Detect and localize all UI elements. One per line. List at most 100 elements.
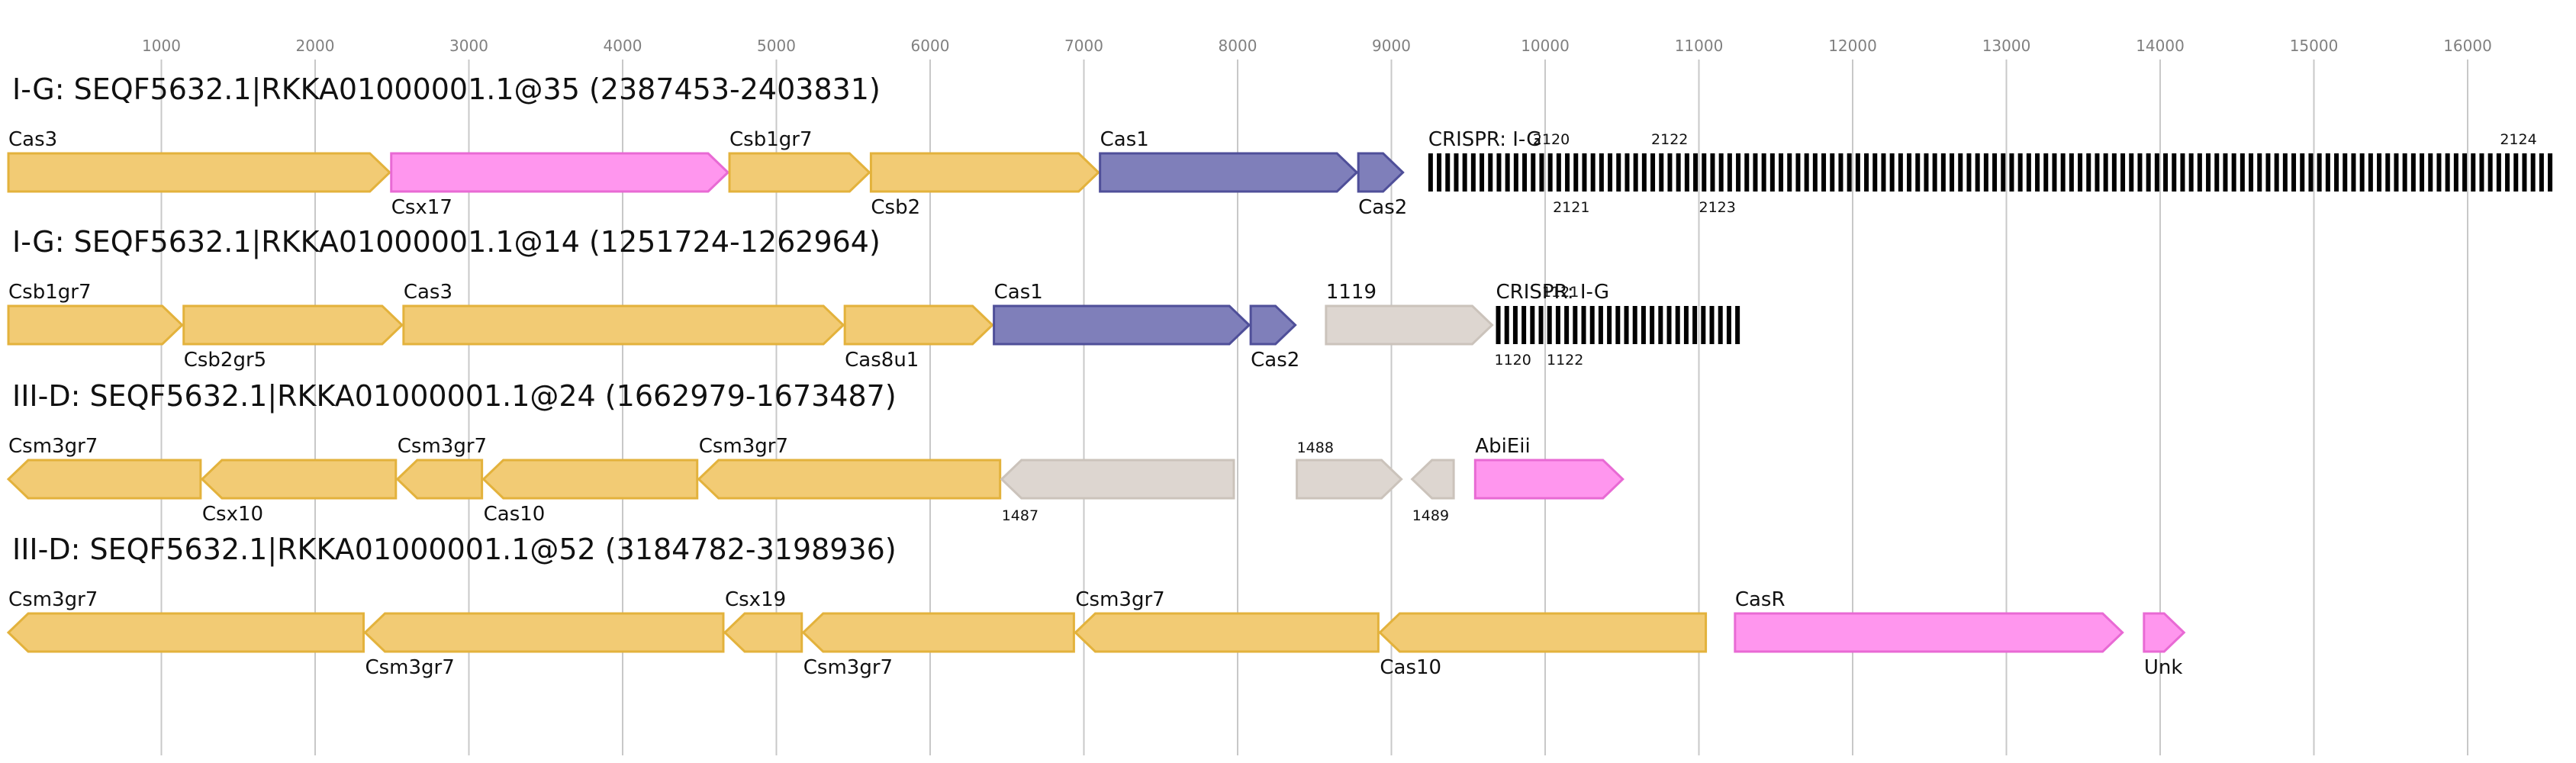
crispr-repeat [1641, 306, 1646, 344]
crispr-repeat [2487, 153, 2493, 192]
axis-tick-label: 16000 [2443, 37, 2492, 55]
crispr-repeat [1726, 306, 1731, 344]
crispr-repeat [1633, 153, 1638, 192]
gene-label: Unk [2144, 656, 2183, 679]
spacer-id-label: 2122 [1651, 131, 1688, 148]
gene-label: Csm3gr7 [8, 435, 98, 458]
crispr-repeat [1547, 153, 1553, 192]
crispr-repeat [2249, 153, 2254, 192]
gene-label: Csm3gr7 [803, 656, 893, 679]
gene-arrow [2143, 612, 2186, 653]
gene: 1487 [1000, 459, 1235, 524]
locus-row: III-D: SEQF5632.1|RKKA01000001.1@24 (166… [6, 379, 1624, 526]
crispr-repeat [1847, 153, 1852, 192]
crispr-repeat [1462, 153, 1467, 192]
gene-label: Csx17 [391, 196, 452, 219]
gene-arrow [200, 459, 398, 500]
locus-row: I-G: SEQF5632.1|RKKA01000001.1@35 (23874… [7, 72, 2553, 219]
crispr-repeat [2300, 153, 2305, 192]
crispr-repeat [2172, 153, 2177, 192]
crispr-repeat [1701, 306, 1706, 344]
gene-label: CasR [1735, 588, 1785, 611]
crispr-repeat [1564, 306, 1570, 344]
gene: CasR [1734, 588, 2124, 653]
crispr-repeat [1632, 306, 1637, 344]
crispr-repeat [1915, 153, 1921, 192]
crispr-repeat [1522, 153, 1528, 192]
axis-tick-label: 12000 [1828, 37, 1877, 55]
crispr-repeat [1769, 153, 1775, 192]
crispr-repeat [1521, 306, 1527, 344]
gene-arrow [6, 459, 202, 500]
crispr-repeat [2462, 153, 2468, 192]
gene-arrow [402, 304, 845, 346]
crispr-repeat [1702, 153, 1707, 192]
crispr-repeat [1513, 153, 1518, 192]
gene-label: AbiEii [1475, 435, 1530, 458]
gene-arrow [7, 152, 391, 193]
gene: Cas2 [1357, 152, 1407, 219]
crispr-repeat [1983, 153, 1988, 192]
crispr-repeat [2402, 153, 2407, 192]
crispr-repeat [2223, 153, 2228, 192]
crispr-repeat [1565, 153, 1570, 192]
crispr-repeat [2291, 153, 2297, 192]
gene-arrow [1249, 304, 1297, 346]
gene: Cas10 [1378, 612, 1708, 679]
crispr-repeat [1692, 306, 1698, 344]
gene: Csb1gr7 [728, 128, 871, 193]
crispr-repeat [1437, 153, 1442, 192]
crispr-repeat [1650, 153, 1656, 192]
gene: Cas3 [7, 128, 391, 193]
gene: Csb2 [869, 152, 1100, 219]
gene: Cas10 [481, 459, 699, 526]
crispr-repeat [2060, 153, 2066, 192]
axis-tick-label: 11000 [1675, 37, 1724, 55]
crispr-repeat [1718, 306, 1723, 344]
locus-title: I-G: SEQF5632.1|RKKA01000001.1@14 (12517… [12, 225, 881, 259]
gene-arrow [1357, 152, 1405, 193]
gene-label: Cas3 [8, 128, 57, 151]
gene: Csm3gr7 [697, 435, 1002, 500]
gene-label: Cas10 [1380, 656, 1441, 679]
crispr-repeat [2111, 153, 2117, 192]
gene-label: Csm3gr7 [398, 435, 487, 458]
gene-label: Csm3gr7 [365, 656, 454, 679]
crispr-repeat [2163, 153, 2169, 192]
crispr-repeat [1958, 153, 1963, 192]
gene-arrow [697, 459, 1002, 500]
gene-label: Csx19 [725, 588, 786, 611]
axis-tick-label: 13000 [1982, 37, 2031, 55]
crispr-repeat [1607, 306, 1612, 344]
axis-tick-label: 3000 [449, 37, 488, 55]
crispr-repeat [1480, 153, 1485, 192]
crispr-repeat [2428, 153, 2433, 192]
locus-title: III-D: SEQF5632.1|RKKA01000001.1@52 (318… [12, 533, 897, 567]
gene-arrow [1734, 612, 2124, 653]
crispr-repeat [2154, 153, 2159, 192]
crispr-repeat [2368, 153, 2373, 192]
gene-label: Csx10 [202, 503, 263, 526]
crispr-repeat [1881, 153, 1886, 192]
crispr-repeat [2420, 153, 2425, 192]
crispr-repeat [2359, 153, 2365, 192]
crispr-repeat [2410, 153, 2416, 192]
gene-arrow [6, 612, 365, 653]
gene-arrow [1296, 459, 1403, 500]
crispr-repeat [2086, 153, 2091, 192]
crispr-repeat [2137, 153, 2143, 192]
crispr-repeat [1504, 306, 1509, 344]
crispr-repeat [1975, 153, 1980, 192]
crispr-repeat [1496, 306, 1501, 344]
gene: Csx10 [200, 459, 398, 526]
spacer-id-label: 2124 [2500, 131, 2536, 148]
gene-arrow [1074, 612, 1380, 653]
crispr-label: CRISPR: I-G [1496, 281, 1610, 304]
crispr-repeat [1753, 153, 1758, 192]
crispr-repeat [2334, 153, 2339, 192]
crispr-repeat [2180, 153, 2185, 192]
gene-arrow [390, 152, 730, 193]
gene-label: Cas1 [994, 281, 1043, 304]
crispr-repeat [2522, 153, 2527, 192]
